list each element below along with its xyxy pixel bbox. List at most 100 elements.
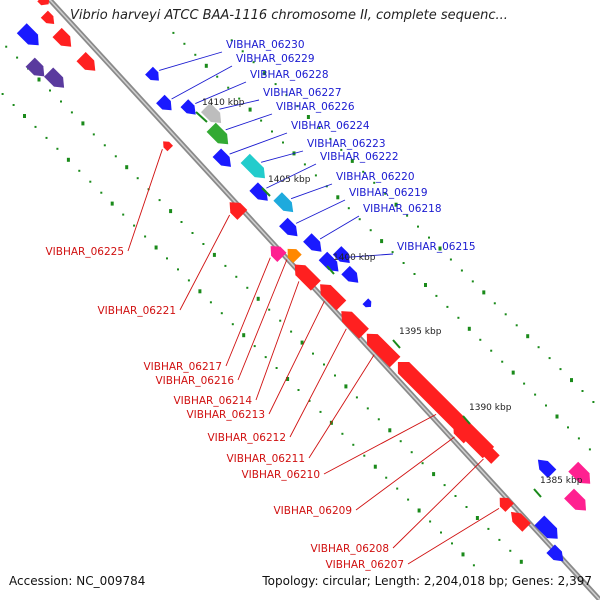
gene-label-reverse[interactable]: VIBHAR_06216 [155, 375, 234, 387]
tick-dot [577, 437, 580, 440]
tick-dot [92, 133, 95, 136]
gene-feature-reverse[interactable] [320, 284, 347, 311]
tick-dot [369, 229, 372, 232]
tick-dots [1, 31, 595, 567]
tick-dot [235, 275, 238, 278]
gene-feature-forward[interactable] [318, 251, 339, 272]
gene-feature-reverse[interactable] [287, 248, 302, 263]
tick-dot [352, 443, 355, 446]
gene-label-forward[interactable]: VIBHAR_06220 [336, 171, 415, 183]
accession-text: Accession: NC_009784 [9, 574, 146, 588]
gene-label-reverse[interactable]: VIBHAR_06212 [207, 432, 286, 444]
gene-label-reverse[interactable]: VIBHAR_06225 [45, 246, 124, 258]
tick-dot [534, 393, 537, 396]
tick-dot [256, 296, 260, 301]
tick-dot [241, 50, 244, 53]
tick-dot [396, 487, 399, 490]
gene-feature-forward[interactable] [145, 66, 159, 81]
tick-dot [136, 177, 139, 180]
tick-dot [177, 268, 179, 271]
tick-dot [341, 432, 344, 435]
gene-label-forward[interactable]: VIBHAR_06227 [263, 87, 342, 99]
tick-dot [446, 305, 449, 308]
gene-label-forward[interactable]: VIBHAR_06222 [320, 151, 399, 163]
gene-label-reverse[interactable]: VIBHAR_06208 [310, 543, 389, 555]
gene-feature-reverse[interactable] [482, 446, 500, 464]
tick-dot [194, 53, 197, 56]
tick-dot [479, 338, 482, 341]
tick-dot [471, 280, 474, 283]
gene-feature-forward[interactable] [362, 298, 372, 308]
gene-features[interactable] [145, 66, 514, 512]
gene-feature-reverse[interactable] [270, 246, 287, 262]
neighbor-feature [16, 23, 39, 46]
tick-dot [166, 257, 168, 260]
tick-dot [467, 326, 471, 331]
map-title: Vibrio harveyi ATCC BAA-1116 chromosome … [70, 8, 508, 23]
leader-line [127, 149, 163, 252]
tick-dot [282, 141, 284, 144]
gene-label-reverse[interactable]: VIBHAR_06207 [325, 559, 404, 571]
tick-dot [81, 121, 85, 126]
gene-feature-reverse[interactable] [229, 202, 248, 220]
leader-line [179, 214, 230, 311]
neighbor-feature [25, 57, 45, 77]
tick-dot [296, 105, 299, 108]
gene-label-reverse[interactable]: VIBHAR_06209 [273, 505, 352, 517]
gene-feature-forward[interactable] [332, 246, 350, 263]
gene-feature-reverse[interactable] [294, 264, 321, 291]
kbp-tick-label: 1395 kbp [399, 327, 442, 337]
gene-label-forward[interactable]: VIBHAR_06224 [291, 120, 370, 132]
gene-feature-forward[interactable] [341, 265, 359, 283]
gene-feature-forward[interactable] [303, 233, 322, 252]
tick-dot [100, 191, 103, 194]
gene-label-reverse[interactable]: VIBHAR_06211 [226, 453, 305, 465]
neighbor-feature [40, 10, 55, 24]
neighbor-feature [564, 488, 586, 511]
leader-line [295, 199, 346, 224]
gene-label-forward[interactable]: VIBHAR_06226 [276, 101, 355, 113]
gene-label-reverse[interactable]: VIBHAR_06217 [143, 361, 222, 373]
tick-dot [588, 448, 591, 451]
gene-feature-forward[interactable] [156, 94, 172, 111]
tick-dot [501, 360, 504, 363]
tick-dot [519, 559, 523, 564]
gene-label-forward[interactable]: VIBHAR_06230 [226, 39, 305, 51]
tick-dot [366, 407, 369, 410]
leader-line [225, 113, 273, 131]
gene-feature-forward[interactable] [279, 217, 298, 237]
gene-feature-forward[interactable] [201, 102, 222, 123]
gene-label-reverse[interactable]: VIBHAR_06213 [186, 409, 265, 421]
tick-dot [49, 89, 51, 92]
gene-label-forward[interactable]: VIBHAR_06228 [250, 69, 329, 81]
tick-dot [308, 399, 311, 402]
gene-feature-reverse[interactable] [366, 333, 401, 368]
tick-dot [432, 472, 436, 477]
gene-feature-forward[interactable] [212, 148, 231, 167]
gene-labels[interactable]: VIBHAR_06230VIBHAR_06229VIBHAR_06228VIBH… [45, 39, 475, 571]
gene-label-forward[interactable]: VIBHAR_06218 [363, 203, 442, 215]
gene-label-forward[interactable]: VIBHAR_06215 [397, 241, 476, 253]
tick-dot [216, 75, 219, 78]
gene-label-reverse[interactable]: VIBHAR_06214 [173, 395, 252, 407]
gene-feature-forward[interactable] [240, 153, 265, 179]
tick-dot [297, 389, 300, 391]
gene-feature-forward[interactable] [180, 99, 196, 115]
gene-feature-reverse[interactable] [341, 311, 369, 339]
kbp-tick-mark [533, 488, 542, 498]
gene-feature-reverse[interactable] [453, 422, 474, 444]
leader-line [260, 150, 304, 163]
tick-dot [122, 213, 125, 216]
tick-dot [285, 94, 288, 97]
gene-feature-reverse[interactable] [163, 141, 173, 152]
gene-feature-reverse[interactable] [499, 497, 514, 512]
gene-label-reverse[interactable]: VIBHAR_06221 [97, 305, 176, 317]
gene-feature-forward[interactable] [206, 122, 229, 145]
kbp-tick-label: 1405 kbp [268, 175, 311, 185]
gene-label-forward[interactable]: VIBHAR_06219 [349, 187, 428, 199]
gene-feature-forward[interactable] [273, 192, 294, 213]
gene-label-forward[interactable]: VIBHAR_06223 [307, 138, 386, 150]
gene-label-reverse[interactable]: VIBHAR_06210 [241, 469, 320, 481]
gene-feature-forward[interactable] [249, 182, 268, 201]
gene-label-forward[interactable]: VIBHAR_06229 [236, 53, 315, 65]
